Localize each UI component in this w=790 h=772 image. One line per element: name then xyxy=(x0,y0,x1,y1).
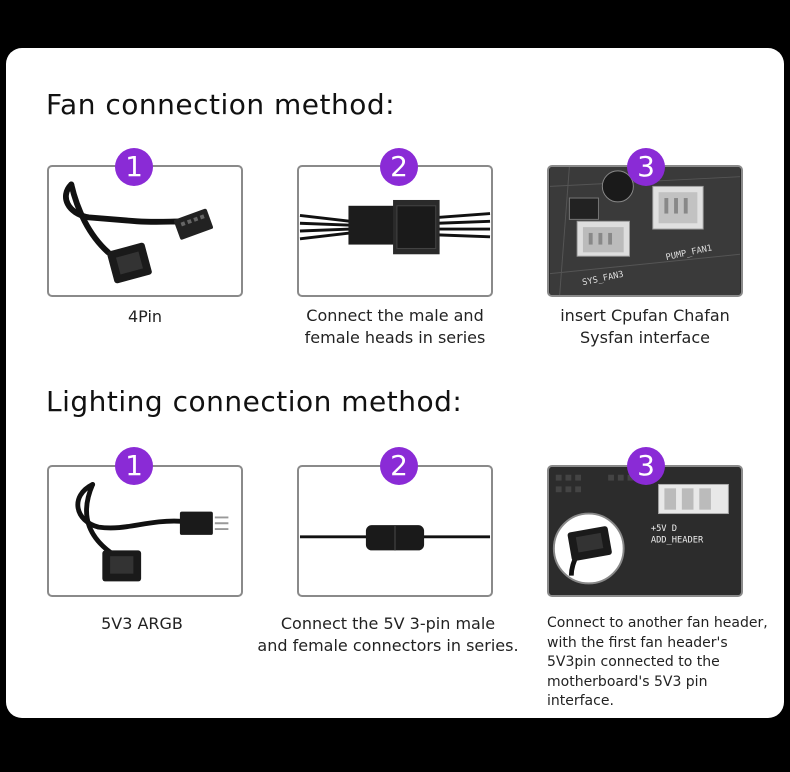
lighting-caption-3: Connect to another fan header, with the … xyxy=(547,614,785,712)
lighting-argb-cable-image xyxy=(47,465,243,597)
caption-line: and female connectors in series. xyxy=(257,636,519,655)
step-2-badge: 2 xyxy=(380,447,418,485)
caption-line: Connect the male and xyxy=(306,306,484,325)
fan-caption-2: Connect the male and female heads in ser… xyxy=(280,305,510,349)
caption-line: motherboard's 5V3 pin xyxy=(547,673,708,690)
caption-line: Sysfan interface xyxy=(580,328,710,347)
fan-caption-3: insert Cpufan Chafan Sysfan interface xyxy=(530,305,760,349)
caption-line: insert Cpufan Chafan xyxy=(560,306,730,325)
lighting-caption-2: Connect the 5V 3-pin male and female con… xyxy=(246,613,530,657)
fan-4pin-cable-image xyxy=(47,165,243,297)
step-2-badge: 2 xyxy=(380,148,418,186)
step-3-badge: 3 xyxy=(627,447,665,485)
lighting-caption-1: 5V3 ARGB xyxy=(47,613,237,635)
board-label: ADD_HEADER xyxy=(651,536,704,546)
step-1-badge: 1 xyxy=(115,148,153,186)
fan-heading: Fan connection method: xyxy=(46,88,396,121)
caption-line: female heads in series xyxy=(304,328,486,347)
lighting-heading: Lighting connection method: xyxy=(46,385,463,418)
board-label: +5V D xyxy=(651,524,677,534)
caption-line: 5V3pin connected to the xyxy=(547,654,720,670)
fan-caption-1: 4Pin xyxy=(47,306,243,328)
caption-line: with the first fan header's xyxy=(547,634,728,651)
fan-series-connector-image xyxy=(297,165,493,297)
caption-line: Connect the 5V 3-pin male xyxy=(280,614,496,633)
step-1-badge: 1 xyxy=(115,447,153,485)
caption-line: 4Pin xyxy=(127,307,163,326)
caption-line: interface. xyxy=(547,693,614,709)
caption-line: 5V3 ARGB xyxy=(101,614,183,633)
step-3-badge: 3 xyxy=(627,148,665,186)
lighting-series-connector-image xyxy=(297,465,493,597)
caption-line: Connect to another fan header, xyxy=(547,615,768,631)
